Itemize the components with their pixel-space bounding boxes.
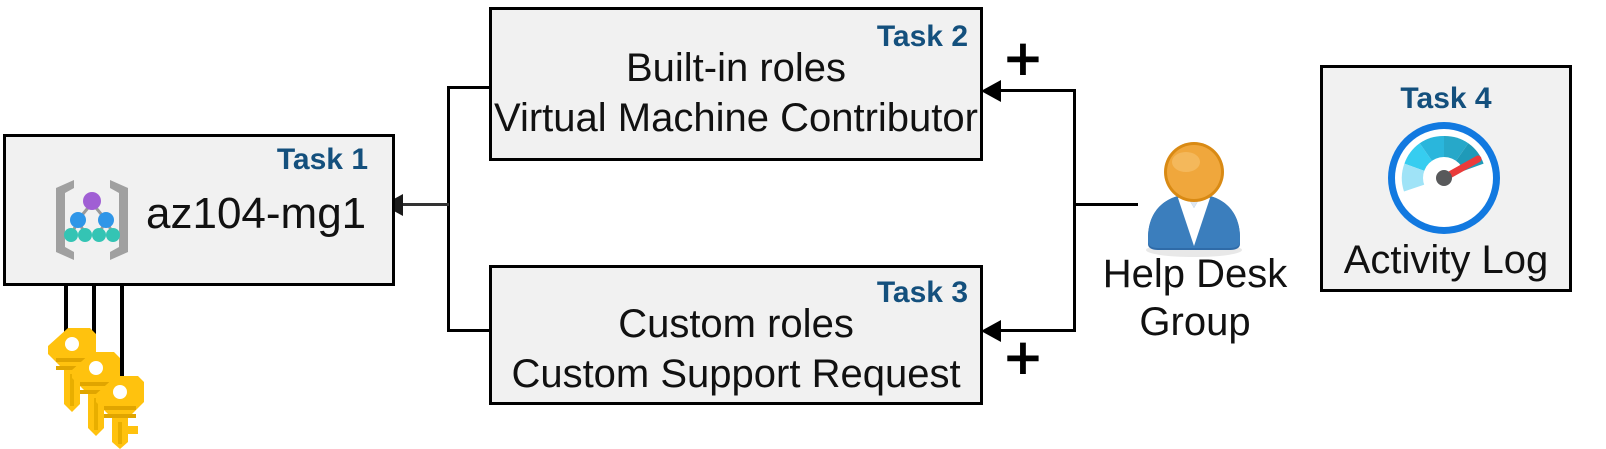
left-connector-to-task1 (399, 203, 449, 206)
task-1-box[interactable]: Task 1 az104-mg1 (3, 134, 395, 286)
task-2-text: Built-in roles Virtual Machine Contribut… (494, 46, 978, 140)
management-group-name: az104-mg1 (146, 189, 367, 238)
right-connector-vertical (1073, 89, 1076, 332)
activity-log-caption: Activity Log (1343, 238, 1549, 282)
left-connector-to-task2 (447, 86, 492, 89)
key-arrow-3-shaft (120, 265, 124, 393)
right-connector-to-task2 (990, 89, 1076, 92)
left-connector-to-task3 (447, 329, 492, 332)
arrowhead-into-task3 (981, 320, 1001, 342)
help-desk-group-caption: Help Desk Group (1102, 252, 1288, 344)
task-3-box[interactable]: Task 3 Custom roles Custom Support Reque… (489, 265, 983, 405)
task-3-text: Custom roles Custom Support Request (511, 302, 961, 396)
plus-operator-task2: + (1002, 29, 1044, 87)
gauge-icon (1388, 122, 1500, 234)
task-2-label: Task 2 (876, 20, 968, 53)
key-arrow-1-shaft (64, 245, 68, 341)
left-connector-vertical (447, 86, 450, 332)
arrowhead-into-task2 (981, 80, 1001, 102)
keys-icon (48, 328, 144, 449)
right-connector-from-group (1076, 203, 1138, 206)
key-arrow-2-shaft (92, 240, 96, 365)
right-connector-to-task3 (990, 329, 1076, 332)
management-group-icon (56, 180, 128, 260)
plus-operator-task3: + (1002, 328, 1044, 386)
task-2-box[interactable]: Task 2 Built-in roles Virtual Machine Co… (489, 7, 983, 161)
task-4-label: Task 4 (1400, 82, 1492, 115)
task-3-label: Task 3 (876, 276, 968, 309)
task-1-label: Task 1 (276, 143, 368, 176)
person-icon (1146, 142, 1242, 257)
